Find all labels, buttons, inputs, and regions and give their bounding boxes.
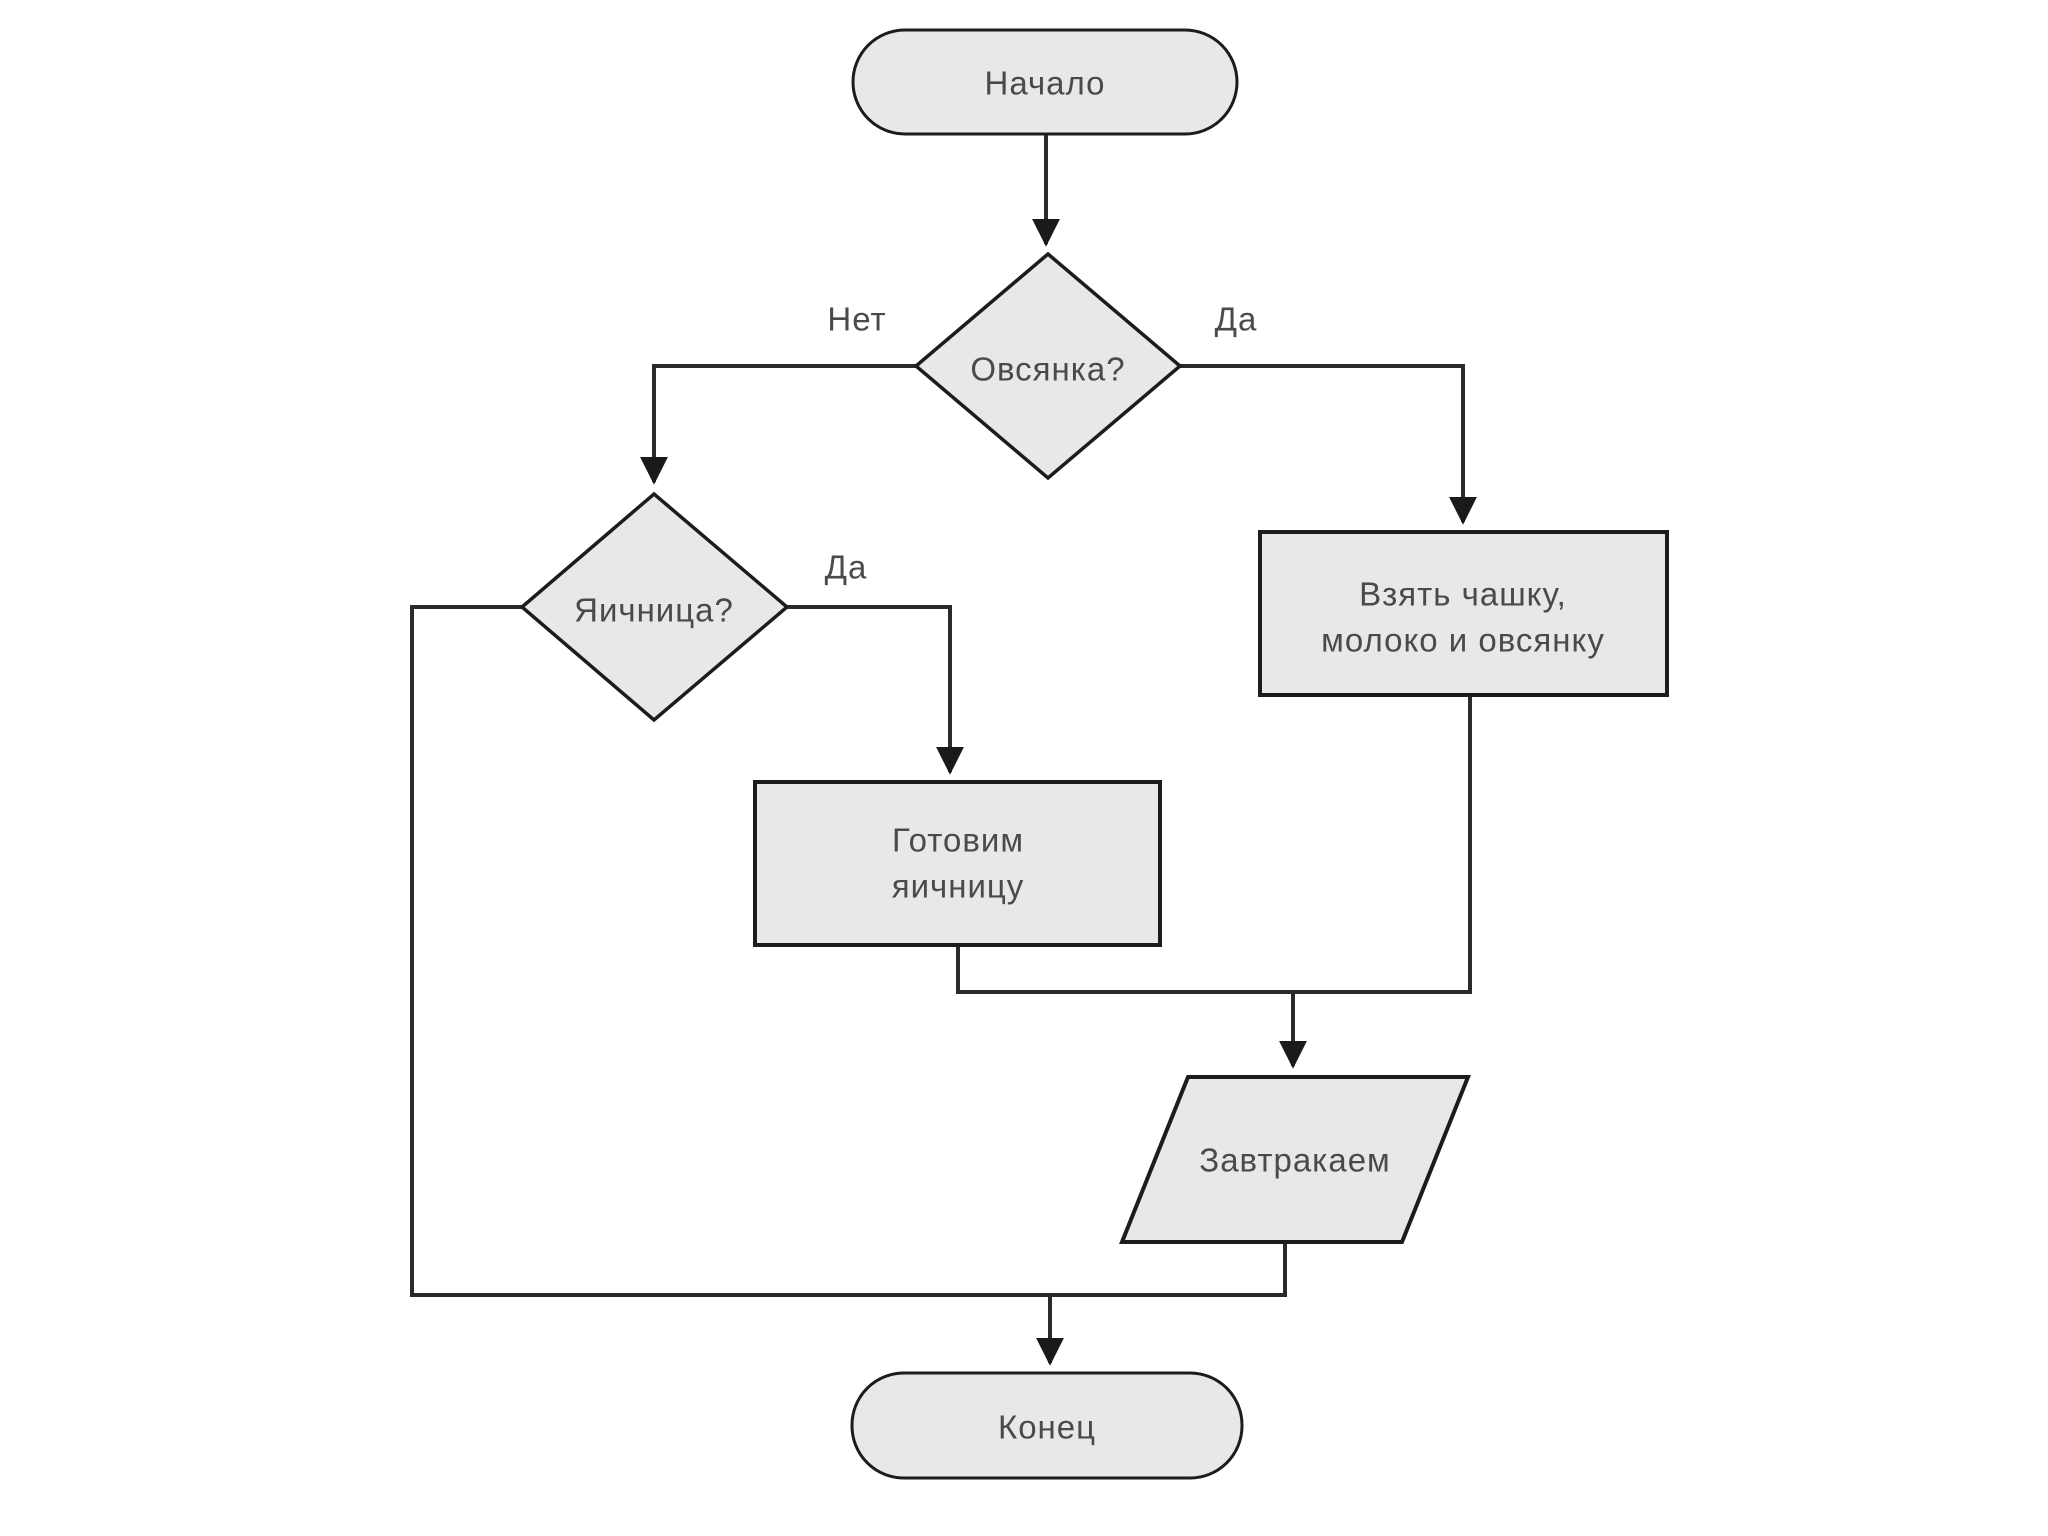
edge-process-join-line [956,697,1472,994]
oatmeal-decision-node: Овсянка? [913,251,1183,481]
breakfast-parallelogram-shape [1119,1075,1471,1244]
oatmeal-no-label: Нет [827,301,886,338]
take-cup-label-line2: молоко и овсянку [1321,622,1605,659]
breakfast-label: Завтракаем [1199,1142,1390,1179]
oatmeal-label: Овсянка? [970,351,1125,388]
start-terminator-shape [851,28,1239,136]
eggs-yes-label: Да [825,549,868,586]
end-node: Конец [850,1371,1244,1480]
edge-oatmeal-yes-to-take-cup [1180,364,1477,525]
breakfast-io-node: Завтракаем [1119,1075,1471,1244]
edge-eggs-yes-to-cook-eggs [787,605,964,775]
oatmeal-diamond-shape [913,251,1183,481]
edge-oatmeal-no-to-eggs [640,364,916,485]
start-node: Начало [851,28,1239,136]
take-cup-label-line1: Взять чашку, [1359,576,1567,613]
eggs-diamond-shape [519,491,790,723]
eggs-decision-node: Яичница? [519,491,790,723]
cook-eggs-label-line1: Готовим [892,822,1024,859]
oatmeal-yes-label: Да [1215,301,1258,338]
end-terminator-shape [850,1371,1244,1480]
take-cup-process-node: Взять чашку, молоко и овсянку [1258,530,1669,697]
take-cup-rect-shape [1258,530,1669,697]
cook-eggs-process-node: Готовим яичницу [753,780,1162,947]
end-label: Конец [998,1409,1096,1446]
eggs-label: Яичница? [574,592,734,629]
edge-merge-bottom-line [410,605,1287,1297]
cook-eggs-label-line2: яичницу [892,868,1025,905]
start-label: Начало [985,65,1106,102]
cook-eggs-rect-shape [753,780,1162,947]
